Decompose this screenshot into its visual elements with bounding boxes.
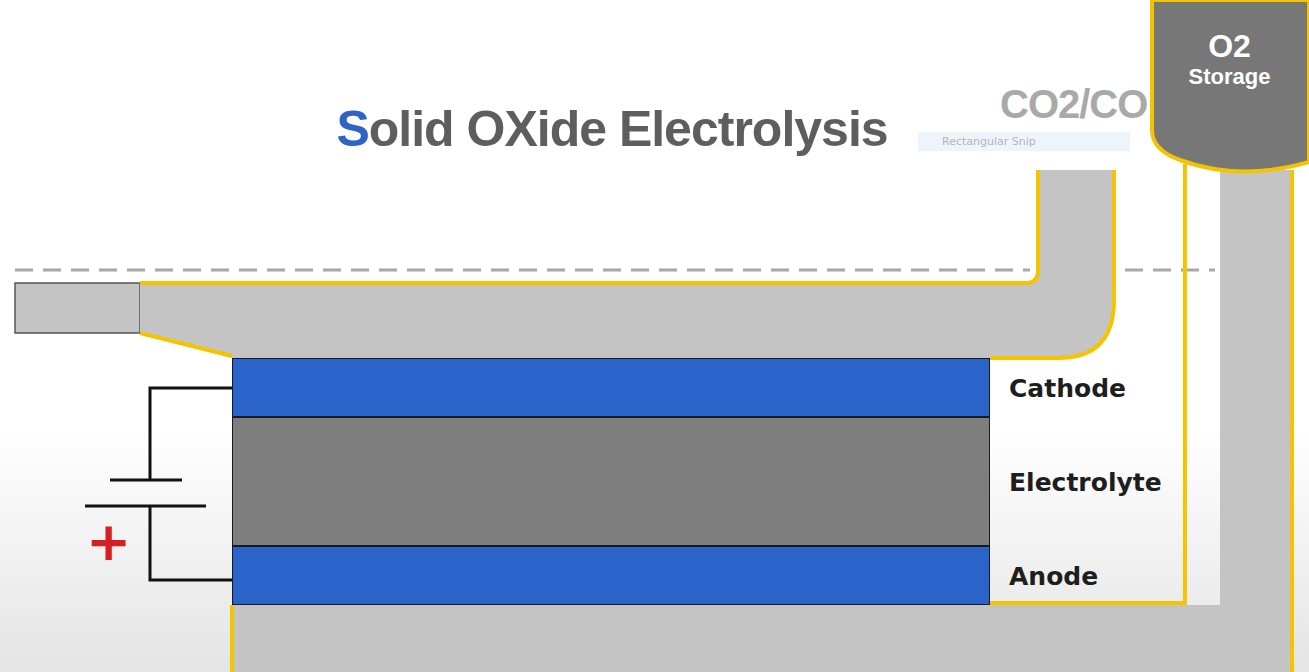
cell-layer: Cathode <box>232 358 990 417</box>
layer-label: Anode <box>1009 562 1098 591</box>
polarity-sign: + <box>86 515 131 569</box>
gas-name: O2 <box>1150 28 1309 64</box>
layer-label: Cathode <box>1009 374 1126 403</box>
layer-label: Electrolyte <box>1009 468 1162 497</box>
diagram-title: Solid OXide Electrolysis <box>336 100 887 158</box>
channel-outline <box>140 170 1038 283</box>
pipe-connector <box>990 164 1185 603</box>
storage-tank: O2Storage <box>1150 0 1309 178</box>
tank-text: O2Storage <box>1150 28 1309 90</box>
channel-outline <box>230 605 234 672</box>
cell-layer: Electrolyte <box>232 417 990 546</box>
oxygen-channel <box>232 170 1292 672</box>
channel-outline <box>140 333 232 356</box>
dashed-line <box>15 269 1030 272</box>
watermark: Rectangular Snip <box>918 132 1130 151</box>
gas-label: CO2/CO <box>1000 82 1147 127</box>
battery-symbol <box>85 388 232 580</box>
dashed-line <box>1125 269 1215 272</box>
tank-label: Storage <box>1150 64 1309 90</box>
gas-channel <box>140 170 1114 358</box>
channel-outline <box>1290 170 1294 672</box>
channel-outline <box>990 170 1114 358</box>
inlet-pipe <box>15 283 140 333</box>
cell-layer: Anode <box>232 546 990 605</box>
